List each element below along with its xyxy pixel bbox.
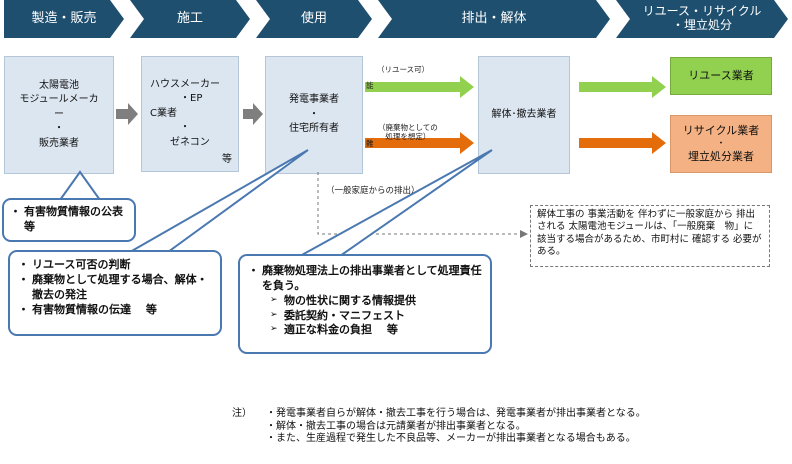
callout-pointer-manufacturer (58, 170, 102, 201)
callout-sub-item: 物の性状に関する情報提供 (270, 294, 482, 309)
household-dashed-line (317, 172, 520, 235)
box-line: 埋立処分業者 (688, 149, 754, 163)
waste-prefix: 難 (366, 138, 374, 149)
callout-item: 有害物質情報の伝達 等 (18, 303, 212, 318)
flow-label-text: （一般家庭からの排出） (326, 186, 420, 196)
demolition-box: 解体･撤去業者 (478, 56, 570, 174)
box-line: リユース業者 (688, 68, 754, 82)
callout-manufacturer: 有害物質情報の公表 等 (2, 198, 145, 242)
note-label-text: 注） (232, 408, 252, 419)
arrow-green-use (365, 76, 474, 98)
stage-label: 製造・販売 (31, 10, 97, 26)
household-note-text: 解体工事の 事業活動を 伴わずに一般家庭から 排出される 太陽電池モジュールは、… (537, 209, 762, 258)
stage-label: 排出・解体 (461, 10, 527, 26)
manufacturer-box: 太陽電池 モジュールメーカ ー ・ 販売業者 (4, 56, 114, 174)
box-line: 発電事業者 (289, 94, 339, 106)
arrow-orange-recycle (579, 132, 666, 154)
box-line: C業者 (150, 107, 177, 119)
box-line: ・ (180, 122, 190, 134)
household-note: 解体工事の 事業活動を 伴わずに一般家庭から 排出される 太陽電池モジュールは、… (530, 205, 770, 267)
callout-item: 廃棄物として処理する場合、解体・撤去の発注 (18, 273, 212, 303)
stage-header-use: 使用 (256, 0, 372, 38)
household-arrowhead (520, 230, 528, 238)
flow-label-text: 能 (366, 81, 374, 90)
arrow-gray-2 (243, 103, 263, 125)
note-label: 注） (232, 408, 252, 421)
flow-label-text: 難 (366, 139, 374, 148)
recycle-box: リサイクル業者 ・ 埋立処分業者 (670, 115, 772, 173)
box-line: ・ (309, 108, 319, 120)
stage-header-manufacture: 製造・販売 (4, 0, 124, 38)
arrow-green-reuse (579, 76, 666, 98)
reuse-box: リユース業者 (670, 57, 772, 95)
box-line: 販売業者 (39, 137, 79, 149)
flow-label-text: （リユース可） (377, 65, 430, 74)
waste-label: （廃棄物としての 処理を想定） (378, 114, 438, 141)
box-line: ゼネコン (170, 136, 210, 148)
user-box: 発電事業者 ・ 住宅所有者 (265, 56, 363, 174)
callout-pointer-user (126, 149, 309, 253)
household-label: （一般家庭からの排出） (326, 184, 420, 196)
box-line: ー (54, 108, 64, 120)
callout-item: リユース可否の判断 (18, 258, 212, 273)
stage-header-discharge: 排出・解体 (378, 0, 610, 38)
box-line: リサイクル業者 (682, 124, 760, 137)
callout-sub-item: 委託契約・マニフェスト (270, 309, 482, 324)
stage-label: 使用 (300, 10, 327, 26)
stage-label: リユース・リサイクル ・埋立処分 (642, 4, 762, 32)
box-line: モジュールメーカ (19, 94, 99, 106)
box-line: ・ (54, 123, 64, 135)
box-line: ・EP (180, 93, 203, 105)
flow-label-text: （廃棄物としての 処理を想定） (378, 123, 438, 141)
stage-header-recycle: リユース・リサイクル ・埋立処分 (616, 0, 788, 38)
note-line: ・発電事業者自らが解体・撤去工事を行う場合は、発電事業者が排出事業者となる。 (266, 408, 646, 419)
box-line: 住宅所有者 (289, 123, 339, 135)
box-line: 解体･撤去業者 (491, 108, 557, 120)
box-line: ・ (716, 138, 726, 149)
box-line: 太陽電池 (39, 79, 79, 91)
note-lines: ・発電事業者自らが解体・撤去工事を行う場合は、発電事業者が排出事業者となる。 ・… (266, 408, 786, 446)
stage-label: 施工 (176, 10, 203, 26)
box-line: ハウスメーカー (150, 78, 220, 90)
arrow-orange-use (365, 132, 474, 154)
stage-header-construction: 施工 (130, 0, 250, 38)
callout-item: 廃棄物処理法上の排出事業者として処理責任を負う。 (248, 264, 482, 294)
callout-demolisher: 廃棄物処理法上の排出事業者として処理責任を負う。 物の性状に関する情報提供 委託… (238, 254, 492, 354)
construction-box: ハウスメーカー ・EP C業者 ・ ゼネコン 等 (141, 56, 239, 172)
reuse-ok-prefix: 能 (366, 80, 374, 91)
note-line: ・解体・撤去工事の場合は元請業者が排出事業者となる。 (266, 420, 526, 432)
box-suffix: 等 (222, 153, 232, 165)
reuse-ok-label: （リユース可） (377, 64, 429, 75)
callout-item: 有害物質情報の公表 等 (10, 205, 145, 235)
arrow-gray-1 (116, 103, 138, 125)
note-line: ・また、生産過程で発生した不良品等、メーカーが排出事業者となる場合もある。 (266, 433, 636, 444)
callout-user: リユース可否の判断 廃棄物として処理する場合、解体・撤去の発注 有害物質情報の伝… (8, 250, 222, 336)
callout-pointer-demolisher (299, 149, 493, 257)
callout-sub-item: 適正な料金の負担 等 (270, 323, 482, 338)
